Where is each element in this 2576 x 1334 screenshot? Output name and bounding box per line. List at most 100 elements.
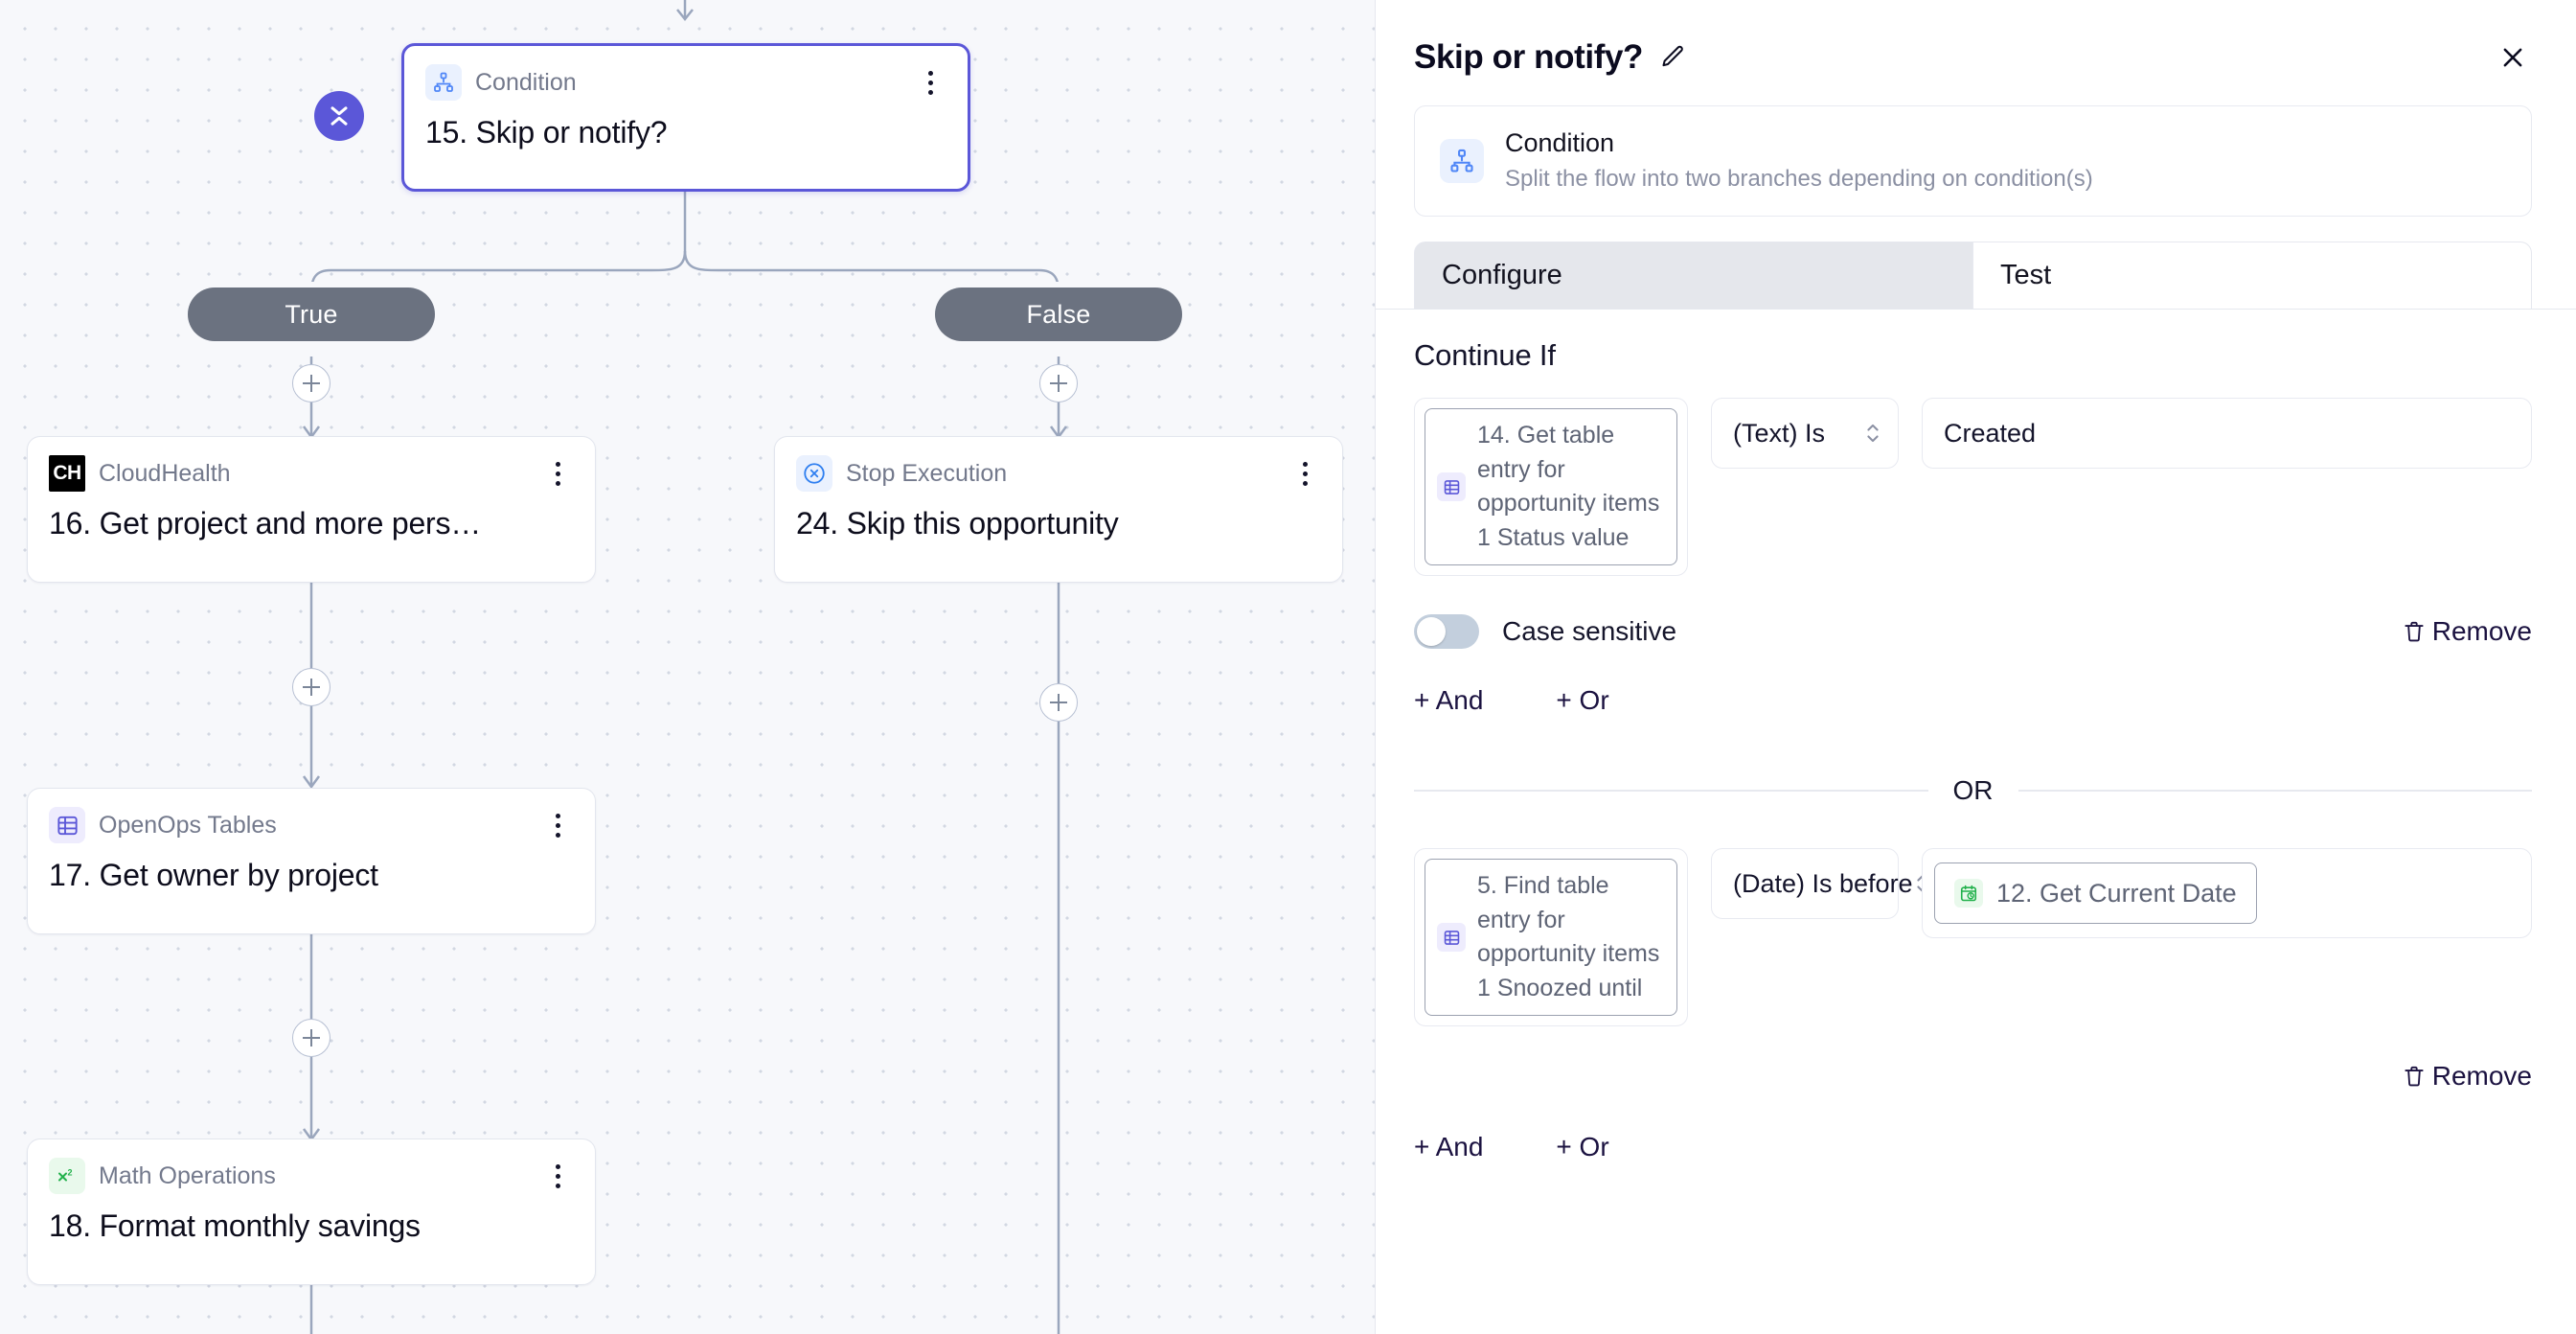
divider-line-right <box>2017 790 2532 793</box>
condition-value-input[interactable]: Created <box>1922 398 2532 470</box>
remove-condition-button-1[interactable]: Remove <box>2402 616 2532 647</box>
condition-row: 14. Get table entry for opportunity item… <box>1414 398 2532 577</box>
divider-line-left <box>1414 790 1928 793</box>
node-header: OpenOps Tables <box>49 806 574 844</box>
node-title: 15. Skip or notify? <box>425 115 668 150</box>
node-menu-button[interactable] <box>914 64 946 101</box>
operand-chip-label: 5. Find table entry for opportunity item… <box>1477 872 1660 1001</box>
add-step-button-after-24[interactable] <box>1039 683 1078 722</box>
cloudhealth-logo-icon: CH <box>49 455 85 492</box>
piece-description: Split the flow into two branches dependi… <box>1505 165 2093 192</box>
node-title: 24. Skip this opportunity <box>796 506 1119 540</box>
chevron-updown-icon <box>1863 419 1882 448</box>
close-icon <box>2503 48 2522 67</box>
node-piece-name: Math Operations <box>99 1162 276 1189</box>
piece-name: Condition <box>1505 128 1615 157</box>
add-step-button-after-16[interactable] <box>292 668 331 706</box>
condition-operator-select[interactable]: (Date) Is before <box>1711 848 1928 920</box>
node-title: 17. Get owner by project <box>49 858 378 892</box>
collapse-branch-button[interactable] <box>314 91 364 141</box>
math-x-squared-icon: 2 <box>49 1158 85 1194</box>
node-piece-name: CloudHealth <box>99 459 231 487</box>
condition-operand-field[interactable]: 14. Get table entry for opportunity item… <box>1414 398 1688 577</box>
condition-operand-field[interactable]: 5. Find table entry for opportunity item… <box>1414 848 1688 1027</box>
add-condition-row-1: + And + Or <box>1414 685 2532 716</box>
node-title: 16. Get project and more pers… <box>49 506 482 540</box>
flow-node-math-operations[interactable]: 2 Math Operations 18. Format monthly sav… <box>27 1138 596 1285</box>
condition-group-2: 5. Find table entry for opportunity item… <box>1414 848 2532 1162</box>
or-divider: OR <box>1414 775 2532 806</box>
add-or-button-1[interactable]: + Or <box>1556 685 1609 716</box>
branch-label-false[interactable]: False <box>935 288 1182 341</box>
condition-operator-select[interactable]: (Text) Is <box>1711 398 1899 470</box>
branch-label-true[interactable]: True <box>188 288 435 341</box>
add-step-button-after-17[interactable] <box>292 1019 331 1057</box>
table-icon <box>1437 472 1466 502</box>
operand-chip[interactable]: 5. Find table entry for opportunity item… <box>1425 859 1677 1017</box>
node-header: Stop Execution <box>796 454 1321 493</box>
flow-node-stop-execution[interactable]: Stop Execution 24. Skip this opportunity <box>774 436 1343 583</box>
condition-group-1: 14. Get table entry for opportunity item… <box>1414 398 2532 716</box>
add-step-button-false[interactable] <box>1039 364 1078 402</box>
add-or-button-2[interactable]: + Or <box>1556 1132 1609 1162</box>
node-header: 2 Math Operations <box>49 1157 574 1195</box>
tab-test[interactable]: Test <box>1973 242 2532 310</box>
collapse-chevrons-icon <box>331 106 348 126</box>
operator-value: (Text) Is <box>1733 418 1826 448</box>
node-piece-name: OpenOps Tables <box>99 811 277 839</box>
node-menu-button[interactable] <box>1288 455 1321 492</box>
step-settings-panel: Skip or notify? <box>1375 0 2576 1334</box>
table-icon <box>49 807 85 843</box>
panel-body: Continue If 14. Get table entry for <box>1376 309 2576 1334</box>
value-chip[interactable]: 12. Get Current Date <box>1934 862 2257 925</box>
add-and-button-1[interactable]: + And <box>1414 685 1484 716</box>
tab-configure[interactable]: Configure <box>1414 242 1973 310</box>
remove-label: Remove <box>2431 616 2532 647</box>
node-menu-button[interactable] <box>541 455 574 492</box>
condition-hierarchy-icon <box>1440 139 1484 184</box>
node-piece-name: Condition <box>475 68 577 96</box>
table-icon <box>1437 923 1466 953</box>
case-sensitive-row: Case sensitive Remove <box>1414 614 2532 650</box>
close-panel-button[interactable] <box>2494 38 2532 77</box>
case-sensitive-toggle[interactable] <box>1414 614 1479 650</box>
stop-execution-icon <box>796 455 832 492</box>
panel-tabs: Configure Test <box>1414 242 2532 310</box>
page-title: Skip or notify? <box>1414 38 1644 76</box>
add-and-button-2[interactable]: + And <box>1414 1132 1484 1162</box>
piece-info-card: Condition Split the flow into two branch… <box>1414 105 2532 218</box>
condition-row: 5. Find table entry for opportunity item… <box>1414 848 2532 1027</box>
node-header: Condition <box>425 63 946 102</box>
condition-hierarchy-icon <box>425 64 462 101</box>
flow-edges <box>302 0 1068 1334</box>
condition-value-field[interactable]: 12. Get Current Date <box>1922 848 2532 939</box>
trash-icon <box>2405 622 2424 642</box>
add-condition-row-2: + And + Or <box>1414 1132 2532 1162</box>
flow-node-openops-tables[interactable]: OpenOps Tables 17. Get owner by project <box>27 788 596 934</box>
calendar-clock-icon <box>1954 879 1983 908</box>
piece-info-text: Condition Split the flow into two branch… <box>1505 127 2093 195</box>
remove-condition-button-2[interactable]: Remove <box>2402 1061 2532 1092</box>
trash-icon <box>2405 1067 2424 1087</box>
operator-value: (Date) Is before <box>1733 868 1913 898</box>
operand-chip-label: 14. Get table entry for opportunity item… <box>1477 422 1660 551</box>
add-step-button-true[interactable] <box>292 364 331 402</box>
node-menu-button[interactable] <box>541 807 574 843</box>
value-chip-label: 12. Get Current Date <box>1996 878 2237 908</box>
or-divider-label: OR <box>1952 775 1994 806</box>
panel-header: Skip or notify? <box>1376 0 2576 310</box>
panel-title-row: Skip or notify? <box>1414 38 2532 77</box>
node-menu-button[interactable] <box>541 1158 574 1194</box>
node-header: CH CloudHealth <box>49 454 574 493</box>
flow-canvas[interactable]: Condition 15. Skip or notify? True False… <box>0 0 1375 1334</box>
case-sensitive-label: Case sensitive <box>1502 616 1677 647</box>
svg-text:2: 2 <box>68 1168 73 1178</box>
operand-chip[interactable]: 14. Get table entry for opportunity item… <box>1425 408 1677 566</box>
remove-label: Remove <box>2431 1061 2532 1092</box>
remove-row-2: Remove <box>1414 1061 2532 1092</box>
node-piece-name: Stop Execution <box>846 459 1008 487</box>
flow-node-cloudhealth[interactable]: CH CloudHealth 16. Get project and more … <box>27 436 596 583</box>
flow-node-condition[interactable]: Condition 15. Skip or notify? <box>401 43 970 192</box>
pencil-icon[interactable] <box>1658 43 1687 72</box>
section-label-continue-if: Continue If <box>1414 338 1556 373</box>
